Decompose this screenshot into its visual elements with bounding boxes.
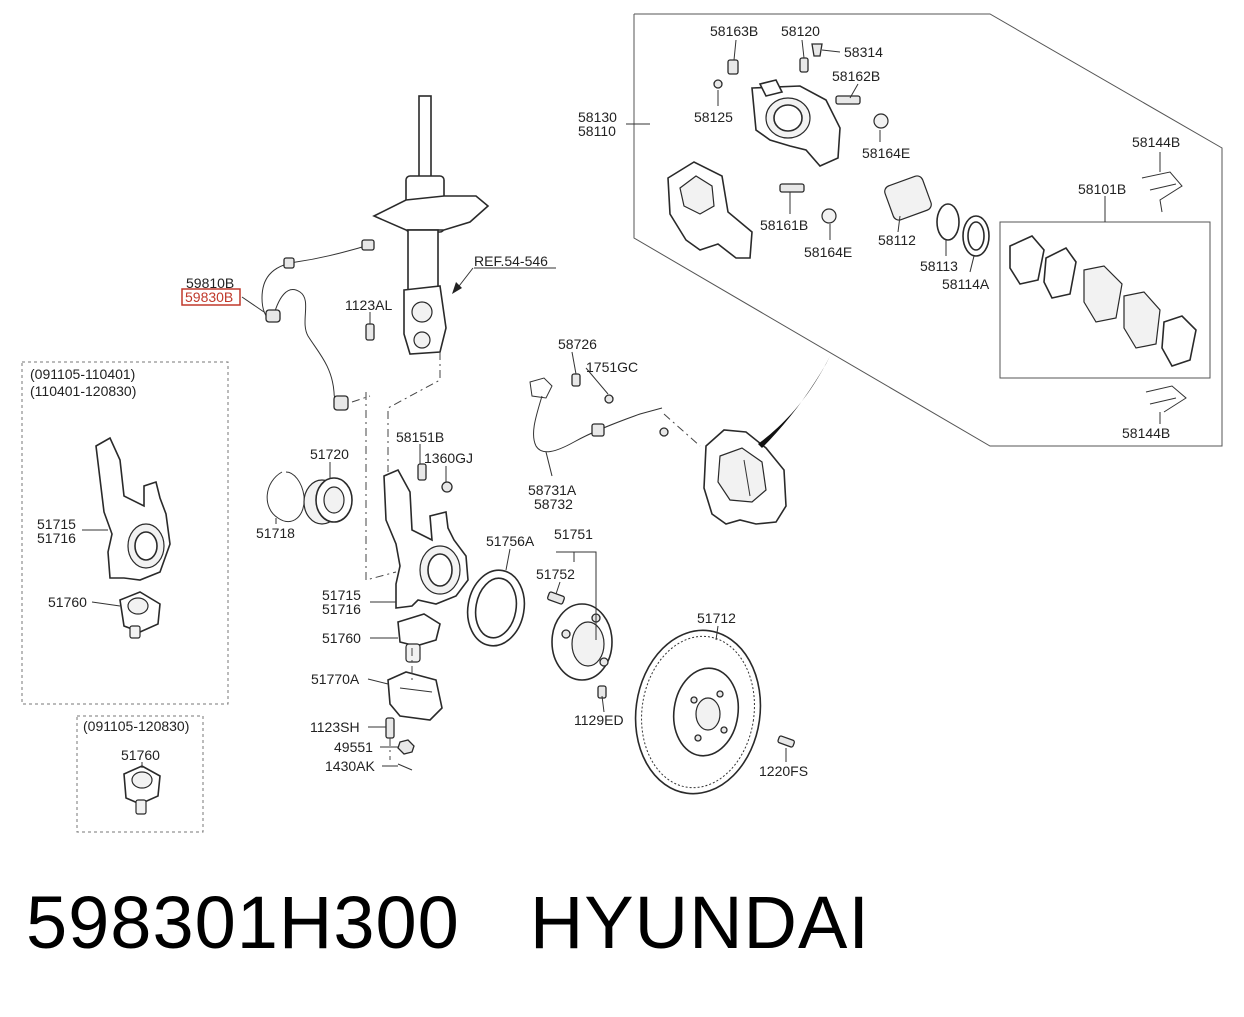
label-51712: 51712 [697,610,736,626]
brake-disc-51712 [634,629,795,795]
label-58130: 58130 [578,109,617,125]
label-51760-bottom: 51760 [121,747,160,763]
pad-clips [1141,171,1187,413]
label-1220fs: 1220FS [759,763,808,779]
caliper-body [751,79,841,167]
bolt-58151b [417,463,427,481]
label-51720: 51720 [310,446,349,462]
callout-arrow [758,356,830,448]
label-58726: 58726 [558,336,597,352]
caliper-piston-seals [884,175,990,257]
label-58113: 58113 [920,258,958,274]
label-58731a: 58731A [528,482,577,498]
strut-assembly [372,95,490,355]
label-58125: 58125 [694,109,733,125]
label-1123sh: 1123SH [310,719,360,735]
label-58732: 58732 [534,496,573,512]
steering-knuckle [383,468,469,609]
label-51716-center: 51716 [322,601,361,617]
lower-arm-bracket-51770a [387,671,443,721]
label-date-range-3: (091105-120830) [83,718,189,734]
part-labels: 58163B 58120 58314 58162B 58130 58110 58… [30,23,1180,779]
ball-joint-variant-2 [123,765,161,815]
caliper-assembled [703,429,787,525]
label-51752: 51752 [536,566,575,582]
label-49551: 49551 [334,739,373,755]
label-1751gc: 1751GC [586,359,638,375]
label-58144b-a: 58144B [1132,134,1180,150]
label-51715-center: 51715 [322,587,361,603]
label-58112: 58112 [878,232,916,248]
nut-1360gj [441,481,453,493]
label-51770a: 51770A [311,671,360,687]
brake-pads [1009,235,1197,367]
label-58163b: 58163B [710,23,758,39]
label-58101b: 58101B [1078,181,1126,197]
assembly-centerlines [351,352,441,760]
label-1129ed: 1129ED [574,712,624,728]
label-58164e-a: 58164E [862,145,910,161]
caliper-hardware [713,43,889,224]
snap-ring-bearing [266,471,353,525]
label-51718: 51718 [256,525,295,541]
label-51760-center: 51760 [322,630,361,646]
label-1123al: 1123AL [345,297,392,313]
label-58162b: 58162B [832,68,880,84]
bolt-1123sh [385,717,395,739]
label-ref-54-546: REF.54-546 [474,253,548,269]
bolt-1123al [365,323,375,341]
label-1360gj: 1360GJ [424,450,473,466]
ref-arrow [452,267,474,294]
label-58151b: 58151B [396,429,444,445]
variant-box-1 [21,361,229,705]
label-51751: 51751 [554,526,593,542]
ball-joint-variant-1 [119,591,161,639]
label-58164e-b: 58164E [804,244,852,260]
ball-joint-51760 [397,613,441,663]
label-date-range-2: (110401-120830) [30,383,136,399]
variant-box-2 [76,715,204,833]
knuckle-variant [95,436,171,581]
label-59830b: 59830B [185,289,233,305]
label-1430ak: 1430AK [325,758,375,774]
brake-hose [529,373,701,453]
nut-49551 [397,739,415,755]
pin-1430ak [397,763,413,771]
highlight-box-59830b [181,288,241,306]
label-51715-left: 51715 [37,516,76,532]
leader-lines [82,39,1161,768]
caliper-bracket [667,161,753,259]
part-number: 598301H300 [26,881,460,964]
label-51716-left: 51716 [37,530,76,546]
label-58314: 58314 [844,44,883,60]
label-58120: 58120 [781,23,820,39]
label-58114a: 58114A [942,276,990,292]
caliper-assembly-box [633,13,1223,447]
label-date-range-1: (091105-110401) [30,366,135,382]
label-58161b: 58161B [760,217,808,233]
wheel-hub-51751 [547,591,613,699]
wheel-speed-sensor [261,239,375,411]
label-58144b-b: 58144B [1122,425,1170,441]
parts-diagram: 58163B 58120 58314 58162B 58130 58110 58… [21,13,1223,833]
label-59810b: 59810B [186,275,234,291]
label-51760-left: 51760 [48,594,87,610]
brand-name: HYUNDAI [529,881,870,964]
label-58110: 58110 [578,123,616,139]
dust-cover-51756a [466,569,526,647]
label-51756a: 51756A [486,533,535,549]
